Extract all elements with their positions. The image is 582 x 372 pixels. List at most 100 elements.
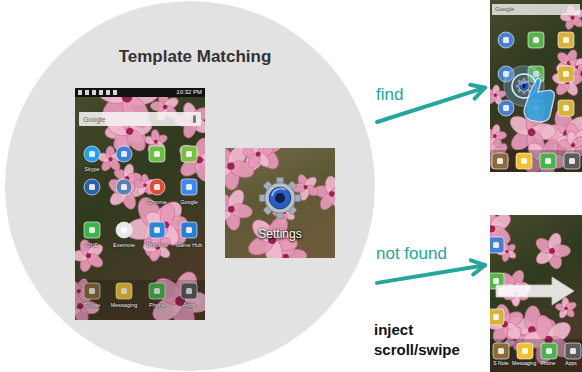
blossom [75, 234, 110, 277]
blossom-center [228, 205, 236, 213]
app-icon [558, 32, 574, 48]
mic-icon [193, 115, 196, 123]
app-icon [116, 179, 132, 195]
gear-icon [259, 177, 300, 218]
app-icon-glyph [121, 151, 127, 157]
tap-hand [524, 78, 555, 122]
blossom-center [108, 156, 114, 162]
app-icon [181, 222, 197, 238]
app-icon-glyph [533, 37, 539, 43]
status-icon [85, 90, 89, 95]
app-label: Messaging [107, 302, 141, 308]
app-label: Apps [560, 361, 582, 367]
arrow-head [471, 260, 485, 274]
blossom [490, 120, 511, 152]
app-icon [558, 66, 574, 82]
petal [246, 151, 263, 170]
app-icon-glyph [493, 242, 499, 248]
template-illustration [225, 148, 335, 258]
app-label: Dropbox [140, 242, 174, 248]
app-icon [490, 309, 504, 325]
swipe-illustration [490, 215, 582, 372]
petal [490, 93, 498, 106]
app-icon-glyph [503, 105, 509, 111]
app-icon [493, 343, 509, 359]
blossom-center [505, 249, 510, 254]
gear-shine [521, 82, 526, 85]
app-icon [516, 153, 532, 169]
app-icon-glyph [89, 227, 95, 233]
status-icon [106, 90, 110, 95]
gear-shine [272, 189, 286, 197]
blossom-center [153, 139, 158, 144]
app-label: Game Hub [172, 242, 205, 248]
app-icon-glyph [186, 227, 192, 233]
app-label: Skype [75, 166, 109, 172]
app-icon-glyph [121, 184, 127, 190]
petal [564, 301, 577, 312]
app-icon [84, 222, 100, 238]
flow-arrow [377, 265, 485, 283]
blossom-center [570, 15, 575, 20]
template-caption: Settings [225, 228, 335, 242]
app-icon [181, 146, 197, 162]
arrow-label: find [376, 85, 403, 105]
blossom-center [570, 142, 576, 148]
app-icon [116, 146, 132, 162]
status-icon [78, 90, 82, 95]
app-icon [149, 146, 165, 162]
matching-circle: Template Matching10:32 PMGoogleSkypeChro… [5, 1, 375, 371]
arrow-head [470, 85, 485, 99]
template-image: Settings [225, 148, 335, 258]
app-icon-glyph [186, 151, 192, 157]
petal [570, 134, 582, 149]
blossom-center [548, 247, 555, 254]
app-label: Apps [172, 302, 205, 308]
app-icon [498, 32, 514, 48]
app-label: Phone [536, 361, 560, 367]
dock-shade [490, 150, 582, 172]
app-icon-glyph [569, 158, 575, 164]
app-label: LINE [75, 242, 109, 248]
app-icon [517, 343, 533, 359]
app-icon-glyph [498, 348, 504, 354]
app-icon [84, 146, 100, 162]
blossom-center [575, 65, 578, 68]
blossom [527, 227, 576, 275]
app-label: S Note [75, 302, 109, 308]
app-icon-glyph [546, 348, 552, 354]
app-icon-glyph [563, 37, 569, 43]
status-icon [92, 90, 96, 95]
app-icon-glyph [154, 227, 160, 233]
app-icon-glyph [154, 151, 160, 157]
petal [576, 64, 582, 72]
found-screenshot: Google [490, 0, 582, 172]
blossom-center [162, 104, 167, 109]
search-bar [492, 4, 580, 15]
blossom [239, 148, 277, 174]
blossom [225, 185, 257, 234]
app-icon [565, 343, 581, 359]
app-icon-glyph [563, 71, 569, 77]
gear-face [520, 82, 528, 90]
petal [317, 190, 335, 212]
blossom-center [282, 254, 289, 258]
app-icon-glyph [186, 184, 192, 190]
app-icon-glyph [493, 314, 499, 320]
app-label: Messaging [512, 361, 536, 367]
dock-shade [75, 280, 205, 320]
blossom [137, 226, 178, 268]
app-icon [528, 32, 544, 48]
search-bar [79, 112, 201, 126]
swipe-arrow [496, 277, 574, 305]
image-ground [225, 148, 335, 258]
arrow-label: not found [376, 244, 447, 264]
blossom-center [303, 184, 309, 190]
gear-body [518, 80, 530, 92]
petal [133, 179, 146, 189]
app-icon [540, 153, 556, 169]
app-icon-glyph [563, 105, 569, 111]
blossom-center [143, 183, 147, 187]
app-label: Google [172, 199, 205, 205]
petal [570, 14, 582, 29]
